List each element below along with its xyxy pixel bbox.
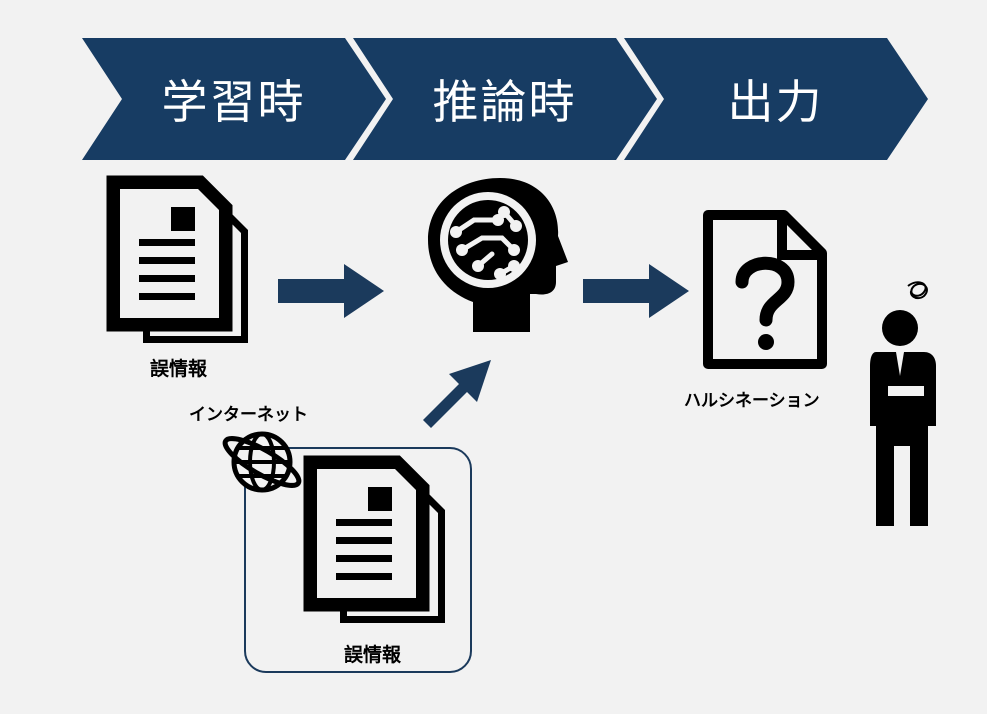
- ai-head-icon: [428, 178, 568, 332]
- question-document-icon: [703, 210, 827, 369]
- stage-label-training: 学習時: [161, 75, 306, 129]
- chevron-inference: [353, 38, 657, 160]
- arrow-right-1: [278, 264, 384, 318]
- stage-label-inference: 推論時: [432, 75, 577, 129]
- inference-doc-label: 誤情報: [344, 644, 402, 666]
- documents-icon: [106, 175, 248, 343]
- chevron-training: [82, 38, 386, 160]
- internet-label: インターネット: [189, 405, 308, 425]
- chevron-output: [624, 38, 928, 160]
- documents-icon: [303, 455, 445, 623]
- stage-label-output: 出力: [727, 75, 824, 129]
- hallucination-label: ハルシネーション: [684, 391, 820, 411]
- globe-icon: [222, 431, 302, 493]
- internet-source-box: [244, 447, 472, 673]
- arrow-diagonal: [423, 360, 491, 428]
- training-doc-label: 誤情報: [150, 358, 208, 380]
- confused-person-icon: [870, 281, 936, 526]
- arrow-right-2: [583, 264, 689, 318]
